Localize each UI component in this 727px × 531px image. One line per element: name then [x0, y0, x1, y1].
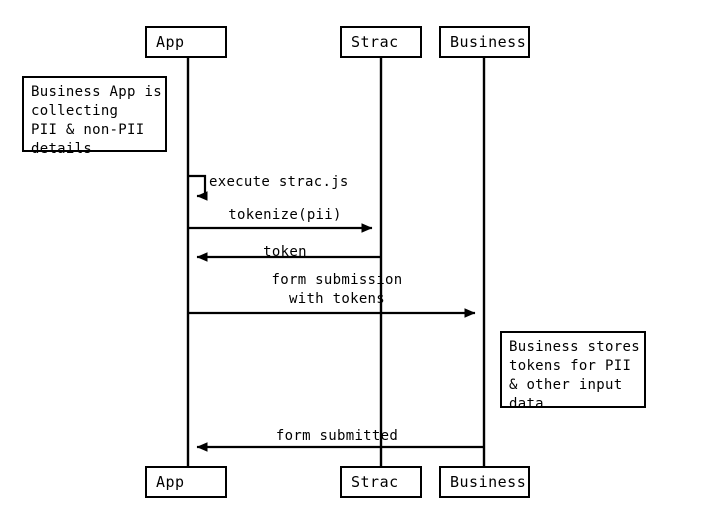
participant-header-strac-label: Strac [351, 32, 399, 51]
participant-header-strac[interactable]: Strac [340, 26, 422, 58]
participant-footer-app-label: App [156, 472, 185, 491]
participant-header-business-label: Business [450, 32, 527, 51]
participant-header-business[interactable]: Business [439, 26, 530, 58]
participant-footer-strac-label: Strac [351, 472, 399, 491]
message-label-token: token [263, 244, 307, 260]
participant-footer-business-label: Business [450, 472, 527, 491]
message-label-form-submission-with-tokens: form submission with tokens [271, 272, 403, 307]
note-business-stores-tokens: Business stores tokens for PII & other i… [500, 331, 646, 412]
participant-footer-app[interactable]: App [145, 466, 227, 498]
message-label-form-submitted: form submitted [275, 428, 399, 444]
participant-footer-strac[interactable]: Strac [340, 466, 422, 498]
participant-footer-business[interactable]: Business [439, 466, 530, 498]
message-arrow-execute-strac-js [188, 174, 208, 201]
participant-header-app[interactable]: App [145, 26, 227, 58]
participant-header-app-label: App [156, 32, 185, 51]
message-label-execute-strac-js: execute strac.js [209, 174, 349, 190]
message-label-tokenize-pii: tokenize(pii) [228, 207, 342, 223]
note-app-collecting-pii: Business App is collecting PII & non-PII… [22, 76, 167, 157]
